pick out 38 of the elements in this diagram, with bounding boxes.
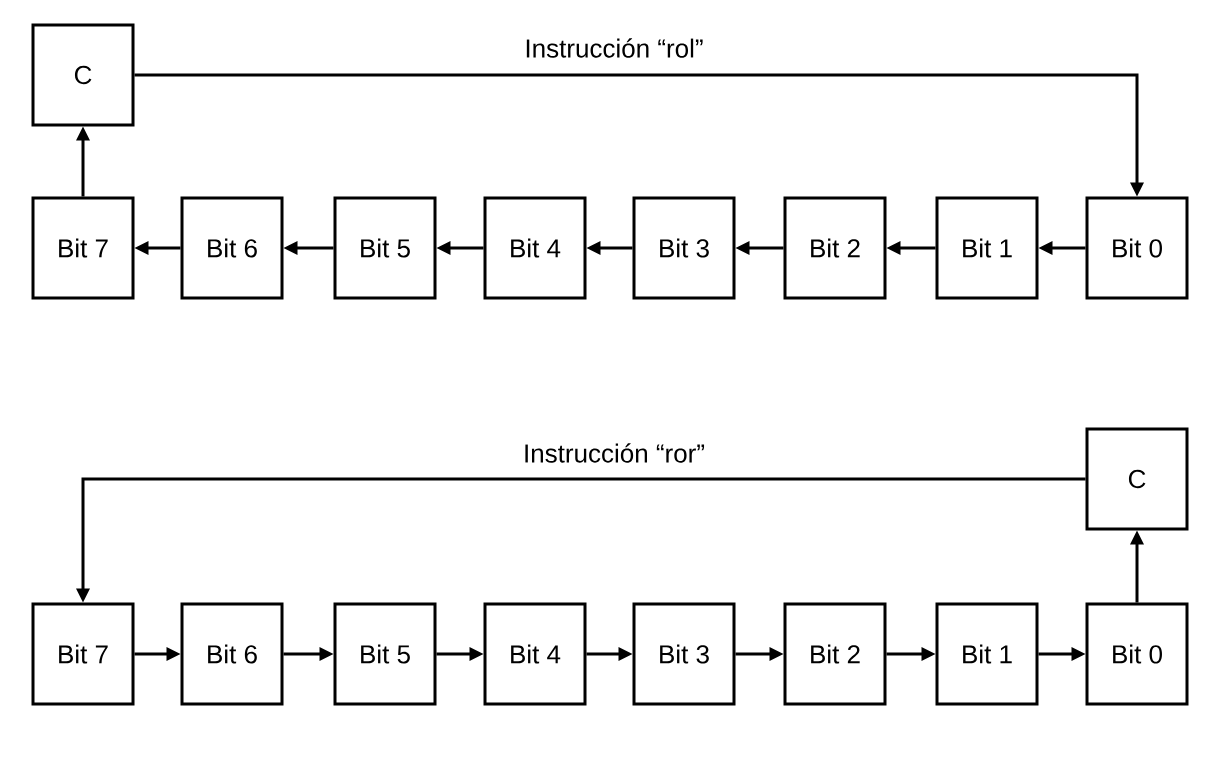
register-box: Bit 3	[632, 602, 736, 706]
register-box: Bit 5	[333, 602, 437, 706]
arrow	[586, 241, 633, 255]
register-box: Bit 3	[632, 196, 736, 300]
arrow	[134, 73, 1144, 197]
register-box: Bit 0	[1085, 602, 1189, 706]
register-box: Bit 5	[333, 196, 437, 300]
register-box: Bit 2	[783, 602, 887, 706]
register-box: Bit 1	[935, 602, 1039, 706]
arrow	[283, 647, 334, 661]
register-box: C	[31, 23, 135, 127]
arrow	[1038, 647, 1086, 661]
register-box: C	[1085, 427, 1189, 531]
arrow	[1130, 530, 1144, 603]
edge-label: Instrucción “ror”	[521, 441, 707, 465]
arrow	[134, 647, 181, 661]
arrow	[1038, 241, 1086, 255]
arrow	[586, 647, 633, 661]
arrow	[76, 477, 1086, 603]
arrow	[886, 241, 936, 255]
register-box: Bit 0	[1085, 196, 1189, 300]
arrow	[283, 241, 334, 255]
edge-label: Instrucción “rol”	[522, 36, 706, 60]
arrow	[134, 241, 181, 255]
register-box: Bit 2	[783, 196, 887, 300]
register-box: Bit 7	[31, 196, 135, 300]
register-box: Bit 1	[935, 196, 1039, 300]
register-box: Bit 4	[483, 196, 587, 300]
arrow	[735, 241, 784, 255]
arrow	[436, 241, 484, 255]
arrow	[436, 647, 484, 661]
arrow	[735, 647, 784, 661]
register-box: Bit 7	[31, 602, 135, 706]
arrow	[886, 647, 936, 661]
register-box: Bit 4	[483, 602, 587, 706]
register-box: Bit 6	[180, 196, 284, 300]
arrow	[76, 126, 90, 197]
register-box: Bit 6	[180, 602, 284, 706]
